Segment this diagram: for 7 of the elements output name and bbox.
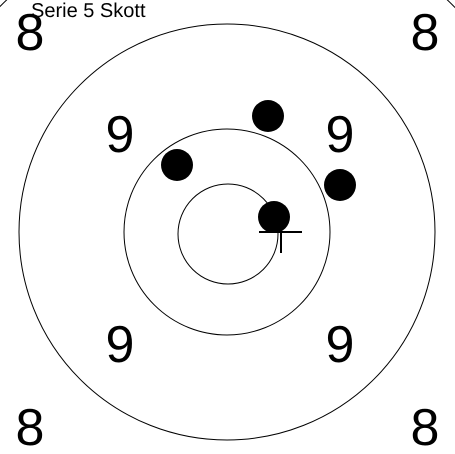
- ring-number: 8: [410, 7, 440, 59]
- ring-number: 9: [326, 109, 354, 161]
- ring-number: 9: [106, 319, 134, 371]
- ring-number: 8: [16, 402, 44, 454]
- ring-number: 9: [326, 319, 354, 371]
- ring-number: 9: [106, 109, 134, 161]
- ring-number: 8: [410, 402, 440, 454]
